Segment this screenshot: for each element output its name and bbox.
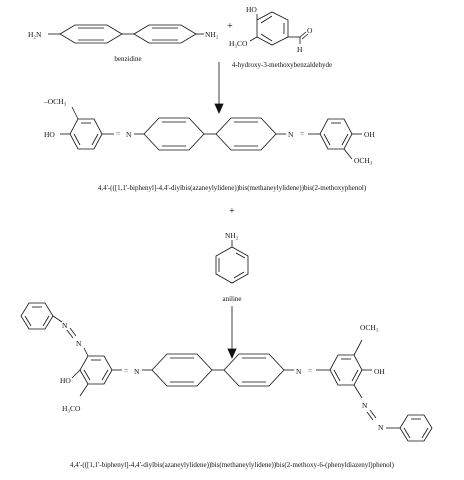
amine-left-label: H₂N [28,30,42,39]
azo-nitrogen-label: N [62,321,68,330]
hydroxy-label: OH [374,367,385,376]
carbonyl-bond [299,31,307,38]
imine-nitrogen-label: N [134,367,140,376]
methoxy-label: OCH₃ [354,156,373,165]
reaction-arrow-2 [227,306,237,359]
bond [343,148,353,160]
product-structure: N N HO H₃CO = N N = OCH₃ [20,302,433,469]
carbonyl-oxygen-label: O [307,26,313,35]
imine-bond-label: = [124,366,128,375]
hydroxy-label: HO [44,130,55,139]
arrow-head [227,348,237,359]
bond [71,106,79,120]
bond [71,369,81,379]
benzene-ring [151,353,213,387]
azo-double-bond [66,329,74,339]
bond [353,384,363,399]
hydroxy-label: HO [60,376,71,385]
intermediate-structure: –OCH₃ HO = N N = OH OCH₃ 4,4'-(([1,1'-bi… [43,97,375,192]
benzidine-structure: H₂N NH₂ benzidine [28,24,219,63]
double-bond [351,369,359,382]
imine-bond-label: = [308,366,312,375]
benzene-ring [215,117,277,151]
azo-nitrogen-label: N [76,339,82,348]
vanillin-structure: HO H₃CO O H 4-hydroxy-3-methoxybenzaldeh… [229,5,332,69]
double-bond [24,315,32,327]
methoxy-label: –OCH₃ [43,97,67,106]
methoxy-label: H₃CO [229,39,248,48]
plus-sign-2: + [229,206,235,217]
azo-double-bond [366,411,374,421]
double-bond [91,133,99,146]
benzene-ring [69,118,103,150]
benzene-ring [329,354,363,386]
intermediate-name: 4,4'-(([1,1'-biphenyl]-4,4'-diylbis(azan… [98,184,367,192]
double-bond [260,33,273,42]
imine-nitrogen-label: N [126,130,132,139]
bond [83,347,89,357]
bond [79,383,89,397]
imine-nitrogen-label: N [296,367,302,376]
plus-sign-1: + [227,21,233,32]
double-bond [341,133,349,146]
azo-nitrogen-label: N [378,423,384,432]
bond [249,36,258,42]
imine-bond-label: = [300,129,304,138]
double-bond [83,369,91,381]
double-bond [421,427,429,439]
reaction-arrow-1 [214,62,224,114]
benzene-ring [319,118,353,150]
arrow-head [214,103,224,114]
azo-nitrogen-label: N [362,401,368,410]
double-bond [101,369,109,381]
vanillin-name: 4-hydroxy-3-methoxybenzaldehyde [232,61,332,69]
bond [52,315,63,323]
hydroxy-label: OH [364,130,375,139]
hydroxy-label: HO [246,5,257,14]
benzene-ring [256,11,289,46]
product-name: 4,4'-(([1,1'-biphenyl]-4,4'-diylbis(azan… [70,461,395,469]
double-bond [233,271,245,279]
aniline-name: aniline [222,295,241,303]
carbonyl-bond [301,33,309,40]
benzene-ring [215,246,249,284]
double-bond [235,252,246,259]
double-bond [333,369,341,382]
aldehyde-h-label: H [297,45,303,54]
double-bond [42,315,50,327]
methoxy-label: H₃CO [62,404,81,413]
double-bond [260,15,273,24]
benzidine-name: benzidine [114,55,141,63]
double-bond [403,427,411,439]
benzene-ring [143,117,205,151]
aniline-structure: NH₂ aniline [215,231,249,303]
benzene-ring [223,353,285,387]
imine-nitrogen-label: N [288,130,294,139]
amine-label: NH₂ [225,231,239,240]
benzene-ring [399,414,433,442]
azo-double-bond [69,327,77,337]
bond [353,339,363,356]
imine-bond-label: = [116,129,120,138]
double-bond [73,133,81,146]
amine-right-label: NH₂ [205,30,219,39]
azo-double-bond [369,409,377,419]
double-bond [323,133,331,146]
methoxy-label: OCH₃ [360,323,379,332]
